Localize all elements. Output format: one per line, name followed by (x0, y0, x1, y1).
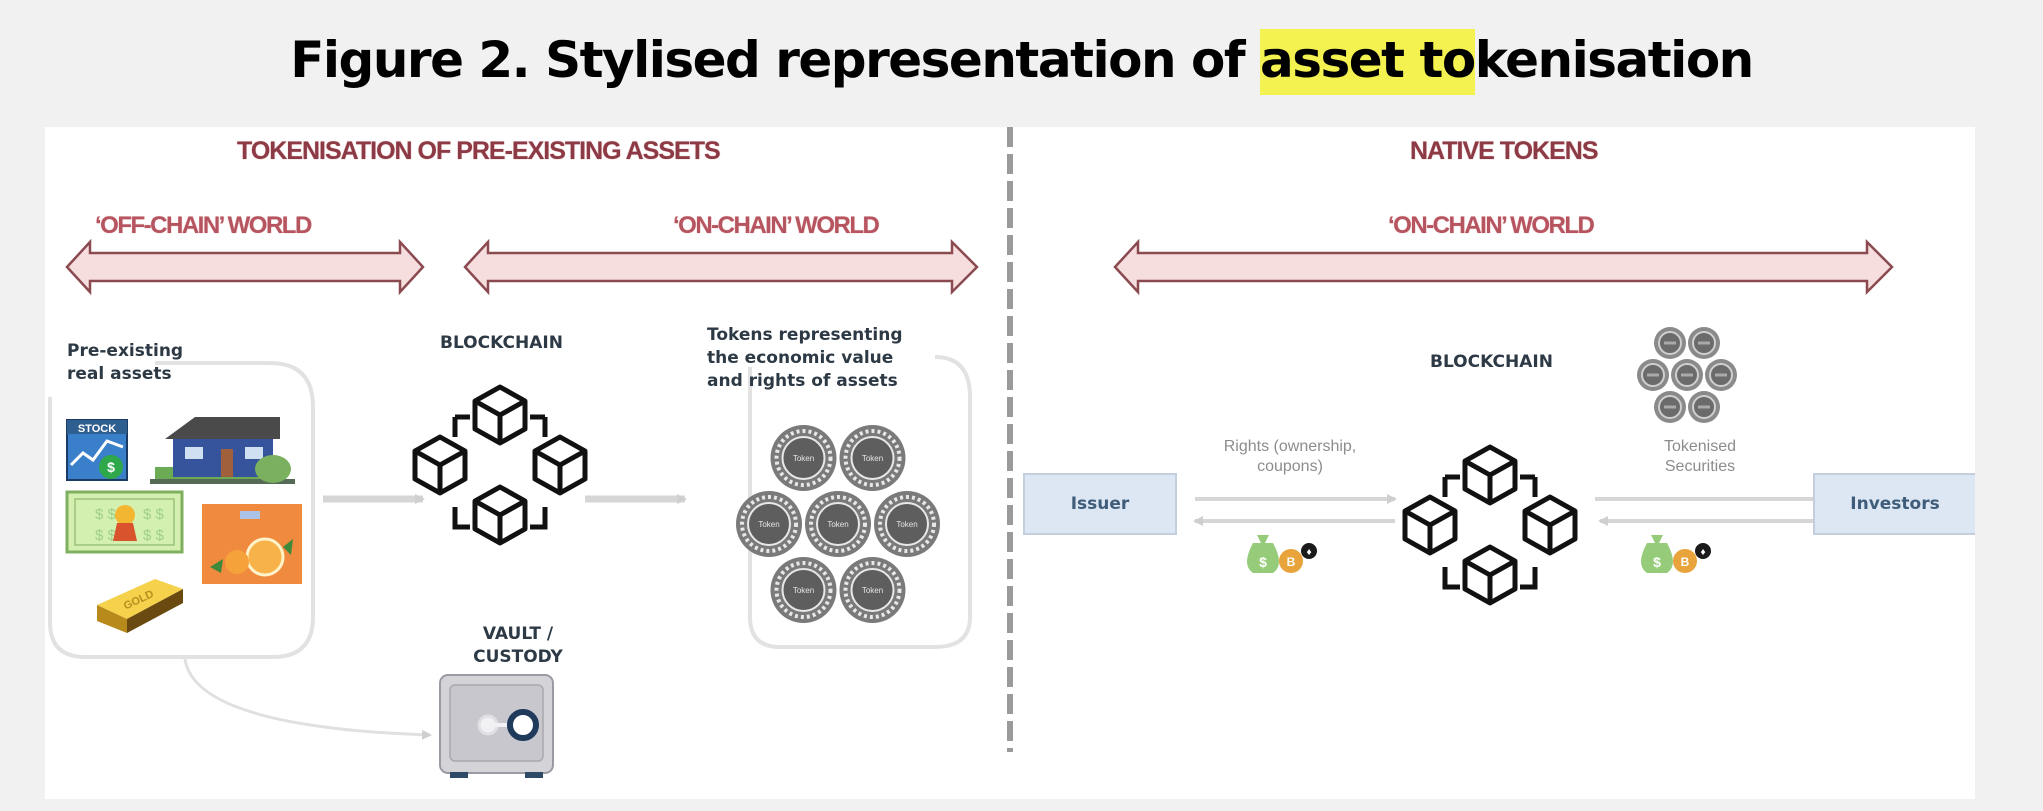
on-chain-double-arrow-right (1113, 238, 1894, 296)
diagram-artwork: $ B ♦ STOCK $ (48, 127, 1894, 778)
banknote-icon: $ $ $ $ $ $ $ $ (65, 490, 184, 554)
diagram-panel: $ B ♦ STOCK $ (45, 127, 1975, 799)
investors-box: Investors (1813, 473, 1975, 535)
heading-native-tokens: NATIVE TOKENS (1410, 137, 1598, 165)
token-coin-label: Token (896, 520, 917, 529)
assets-frame (48, 361, 315, 659)
token-coin-label: Token (862, 454, 883, 463)
on-chain-double-arrow-left (463, 238, 979, 296)
svg-text:$ $: $ $ (143, 527, 165, 544)
security-token-1 (1653, 326, 1687, 360)
blockchain-icon-left (415, 387, 585, 543)
issuer-box: Issuer (1023, 473, 1177, 535)
svg-text:$ $: $ $ (95, 527, 117, 544)
label-vault-custody: VAULT / CUSTODY (473, 624, 563, 667)
title-highlight: asset to (1259, 29, 1476, 95)
security-token-7 (1687, 390, 1721, 424)
off-chain-double-arrow (65, 238, 425, 296)
title-suffix: kenisation (1474, 31, 1755, 89)
svg-text:STOCK: STOCK (78, 423, 116, 435)
label-tokenised-securities: Tokenised Securities (1663, 438, 1737, 475)
title-prefix: Figure 2. Stylised representation of (290, 31, 1260, 89)
svg-text:$ $: $ $ (143, 506, 165, 523)
securities-token-cluster (1636, 326, 1738, 424)
token-coin-label: Token (862, 586, 883, 595)
token-coin-label: Token (758, 520, 779, 529)
vault-icon (439, 674, 554, 778)
label-pre-existing-assets: Pre-existing real assets (67, 341, 184, 384)
token-coin-label: Token (827, 520, 848, 529)
orange-juice-icon (202, 504, 302, 584)
label-on-chain-world-right: ‘ON-CHAIN’ WORLD (1388, 212, 1595, 239)
heading-tokenisation-pre-existing: TOKENISATION OF PRE-EXISTING ASSETS (237, 137, 721, 165)
svg-text:$: $ (107, 459, 115, 475)
label-on-chain-world-left: ‘ON-CHAIN’ WORLD (673, 212, 880, 239)
cash-crypto-icon-investors (1641, 535, 1711, 573)
house-icon (150, 417, 295, 484)
security-token-5 (1704, 358, 1738, 392)
security-token-4 (1670, 358, 1704, 392)
token-coin-label: Token (793, 454, 814, 463)
cash-crypto-icon-issuer (1247, 535, 1317, 573)
token-coin-label: Token (793, 586, 814, 595)
label-blockchain-left: BLOCKCHAIN (440, 333, 563, 353)
stock-icon: STOCK $ (66, 419, 128, 481)
label-blockchain-right: BLOCKCHAIN (1430, 352, 1553, 372)
tokens-frame (748, 355, 972, 649)
blockchain-icon-right (1405, 447, 1575, 603)
svg-text:$ $: $ $ (95, 506, 117, 523)
flow-arrow-assets-to-vault (183, 658, 432, 740)
security-token-6 (1653, 390, 1687, 424)
gold-bar-icon: GOLD (97, 579, 183, 633)
security-token-3 (1636, 358, 1670, 392)
label-tokens-representing: Tokens representing the economic value a… (707, 325, 903, 391)
label-rights: Rights (ownership, coupons) (1223, 438, 1357, 475)
label-off-chain-world: ‘OFF-CHAIN’ WORLD (95, 212, 312, 239)
figure-title: Figure 2. Stylised representation of ass… (0, 28, 2043, 95)
security-token-2 (1687, 326, 1721, 360)
